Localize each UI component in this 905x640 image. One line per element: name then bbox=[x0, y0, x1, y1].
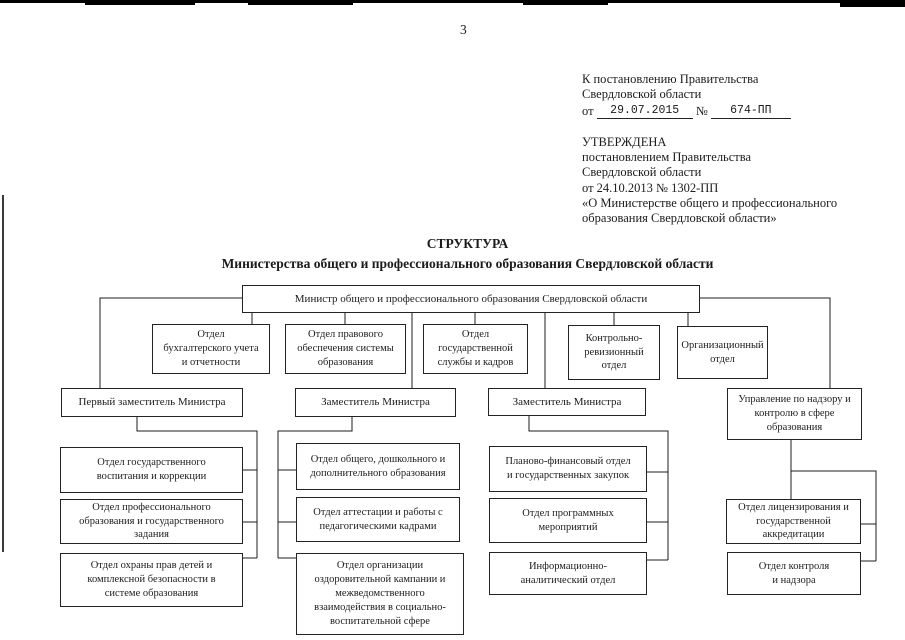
org-node-licensing-dept: Отдел лицензирования и государственной а… bbox=[726, 499, 861, 544]
org-node-children-rights-dept: Отдел охраны прав детей и комплексной бе… bbox=[60, 553, 243, 607]
scan-artifact-left-edge bbox=[2, 195, 4, 552]
scan-artifact-top-dash bbox=[85, 0, 195, 5]
decree-date-value: 29.07.2015 bbox=[596, 104, 693, 119]
scan-artifact-top-dash bbox=[840, 0, 905, 7]
approval-line: образования Свердловской области» bbox=[582, 211, 777, 225]
org-node-general-education-dept: Отдел общего, дошкольного и дополнительн… bbox=[296, 443, 460, 490]
title-line-2: Министерства общего и профессионального … bbox=[221, 256, 714, 272]
org-node-professional-education-dept: Отдел профессионального образования и го… bbox=[60, 499, 243, 544]
org-node-civil-service-dept: Отдел государственной службы и кадров bbox=[423, 324, 528, 374]
org-node-minister: Министр общего и профессионального образ… bbox=[242, 285, 700, 313]
org-node-finance-dept: Планово-финансовый отдел и государственн… bbox=[489, 446, 647, 492]
org-node-first-deputy-minister: Первый заместитель Министра bbox=[61, 388, 243, 417]
approval-line: от 24.10.2013 № 1302-ПП bbox=[582, 180, 719, 195]
org-node-information-analytics-dept: Информационно- аналитический отдел bbox=[489, 552, 647, 595]
org-node-deputy-minister-2: Заместитель Министра bbox=[295, 388, 456, 417]
org-node-accounting-dept: Отдел бухгалтерского учета и отчетности bbox=[152, 324, 270, 374]
document-title: СТРУКТУРА Министерства общего и професси… bbox=[30, 234, 905, 275]
approval-line: Свердловской области bbox=[582, 165, 702, 180]
org-node-deputy-minister-3: Заместитель Министра bbox=[488, 388, 646, 416]
document-header-block: К постановлению Правительства Свердловск… bbox=[582, 72, 837, 226]
page-number: 3 bbox=[460, 22, 467, 37]
org-node-program-activities-dept: Отдел программных мероприятий bbox=[489, 498, 647, 543]
reference-line: Свердловской области bbox=[582, 87, 702, 102]
title-line-1: СТРУКТУРА bbox=[426, 236, 509, 251]
scan-artifact-top-edge bbox=[0, 0, 905, 3]
org-node-control-supervision-dept: Отдел контроля и надзора bbox=[727, 552, 861, 595]
approval-line: постановлением Правительства bbox=[582, 150, 752, 164]
number-sign: № bbox=[695, 103, 708, 118]
reference-line: К постановлению Правительства bbox=[582, 72, 759, 86]
org-node-organizational-dept: Организационный отдел bbox=[677, 326, 768, 379]
reference-date-line: от 29.07.2015 № 674-ПП bbox=[582, 104, 837, 119]
approval-block: УТВЕРЖДЕНА постановлением Правительства … bbox=[582, 135, 837, 227]
org-node-legal-dept: Отдел правового обеспечения системы обра… bbox=[285, 324, 406, 374]
scan-artifact-top-dash bbox=[248, 0, 353, 5]
from-label: от bbox=[582, 103, 594, 118]
scan-artifact-top-dash bbox=[523, 0, 608, 5]
org-node-audit-dept: Контрольно- ревизионный отдел bbox=[568, 325, 660, 380]
org-node-attestation-dept: Отдел аттестации и работы с педагогическ… bbox=[296, 497, 460, 542]
approval-line: УТВЕРЖДЕНА bbox=[582, 134, 667, 149]
org-node-health-campaign-dept: Отдел организации оздоровительной кампан… bbox=[296, 553, 464, 635]
org-node-supervision-directorate: Управление по надзору и контролю в сфере… bbox=[727, 388, 862, 440]
decree-number-value: 674-ПП bbox=[710, 104, 791, 119]
org-node-state-upbringing-dept: Отдел государственного воспитания и корр… bbox=[60, 447, 243, 493]
approval-line: «О Министерстве общего и профессионально… bbox=[582, 195, 838, 210]
